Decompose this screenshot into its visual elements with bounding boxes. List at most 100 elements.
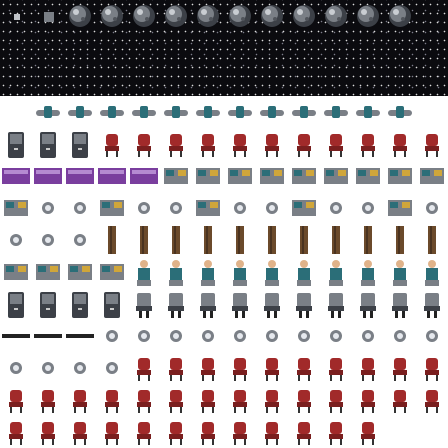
stool-icon bbox=[320, 128, 352, 160]
stool-icon bbox=[384, 128, 416, 160]
seat-icon bbox=[96, 352, 128, 384]
console-icon bbox=[64, 224, 96, 256]
locker-icon bbox=[224, 288, 256, 320]
seat-icon bbox=[160, 352, 192, 384]
bed-icon bbox=[224, 320, 256, 352]
door-icon bbox=[96, 224, 128, 256]
seat-icon bbox=[224, 384, 256, 416]
meteor-icon bbox=[160, 0, 192, 32]
console-icon bbox=[0, 224, 32, 256]
comet-icon bbox=[384, 0, 416, 32]
console-icon bbox=[128, 160, 160, 192]
locker-icon bbox=[352, 288, 384, 320]
statue-icon bbox=[288, 256, 320, 288]
seat-icon bbox=[352, 352, 384, 384]
meteor-icon bbox=[40, 8, 72, 40]
meteor-icon bbox=[288, 0, 320, 32]
console-icon bbox=[256, 160, 288, 192]
seat-icon bbox=[416, 352, 448, 384]
seat-icon bbox=[352, 384, 384, 416]
stool-icon bbox=[0, 128, 32, 160]
console-icon bbox=[32, 224, 64, 256]
statue-icon bbox=[160, 256, 192, 288]
locker-icon bbox=[64, 288, 96, 320]
door-icon bbox=[288, 224, 320, 256]
door-icon bbox=[256, 224, 288, 256]
locker-icon bbox=[416, 288, 448, 320]
seat-icon bbox=[64, 384, 96, 416]
light-icon bbox=[256, 416, 288, 448]
pipe-icon bbox=[32, 96, 64, 128]
door-icon bbox=[192, 224, 224, 256]
console-icon bbox=[416, 160, 448, 192]
chair-icon bbox=[416, 128, 448, 160]
light-icon bbox=[288, 416, 320, 448]
console-icon bbox=[96, 160, 128, 192]
statue-icon bbox=[192, 256, 224, 288]
chair-icon bbox=[32, 128, 64, 160]
machine-icon bbox=[224, 192, 256, 224]
statue-icon bbox=[416, 256, 448, 288]
seat-icon bbox=[128, 352, 160, 384]
chair-icon bbox=[160, 128, 192, 160]
locker-icon bbox=[32, 288, 64, 320]
machine-icon bbox=[256, 192, 288, 224]
door-icon bbox=[128, 224, 160, 256]
door-icon bbox=[320, 224, 352, 256]
machine-icon bbox=[320, 192, 352, 224]
machine-icon bbox=[128, 192, 160, 224]
pipe-icon bbox=[352, 96, 384, 128]
bed-icon bbox=[288, 320, 320, 352]
locker-icon bbox=[0, 288, 32, 320]
seat-icon bbox=[288, 384, 320, 416]
light-icon bbox=[224, 416, 256, 448]
statue-icon bbox=[352, 256, 384, 288]
seat-icon bbox=[128, 384, 160, 416]
stool-icon bbox=[64, 128, 96, 160]
pipe-icon bbox=[320, 96, 352, 128]
pipe-icon bbox=[160, 96, 192, 128]
seat-icon bbox=[192, 384, 224, 416]
meteor-icon bbox=[192, 0, 224, 32]
machine-icon bbox=[192, 192, 224, 224]
seat-icon bbox=[288, 352, 320, 384]
door-icon bbox=[352, 224, 384, 256]
door-icon bbox=[384, 224, 416, 256]
console-icon bbox=[352, 160, 384, 192]
machine-icon bbox=[384, 192, 416, 224]
seat-icon bbox=[32, 384, 64, 416]
console-icon bbox=[224, 160, 256, 192]
seat-icon bbox=[64, 352, 96, 384]
light-icon bbox=[0, 416, 32, 448]
door-icon bbox=[224, 224, 256, 256]
seat-icon bbox=[384, 384, 416, 416]
pipe-icon bbox=[128, 96, 160, 128]
seat-icon bbox=[0, 384, 32, 416]
bed-icon bbox=[416, 320, 448, 352]
seat-icon bbox=[384, 352, 416, 384]
statue-icon bbox=[384, 256, 416, 288]
pipe-icon bbox=[192, 96, 224, 128]
locker-icon bbox=[256, 288, 288, 320]
chair-icon bbox=[352, 128, 384, 160]
locker-icon bbox=[384, 288, 416, 320]
pipe-icon bbox=[64, 96, 96, 128]
seat-icon bbox=[320, 352, 352, 384]
light-icon bbox=[64, 416, 96, 448]
table-icon bbox=[32, 256, 64, 288]
seat-icon bbox=[256, 352, 288, 384]
machine-icon bbox=[64, 192, 96, 224]
table-icon bbox=[0, 256, 32, 288]
pipe-icon bbox=[288, 96, 320, 128]
locker-icon bbox=[288, 288, 320, 320]
meteor-icon bbox=[224, 0, 256, 32]
machine-icon bbox=[96, 192, 128, 224]
bed-icon bbox=[64, 320, 96, 352]
statue-icon bbox=[256, 256, 288, 288]
door-icon bbox=[416, 224, 448, 256]
light-icon bbox=[160, 416, 192, 448]
stool-icon bbox=[128, 128, 160, 160]
locker-icon bbox=[96, 288, 128, 320]
machine-icon bbox=[288, 192, 320, 224]
